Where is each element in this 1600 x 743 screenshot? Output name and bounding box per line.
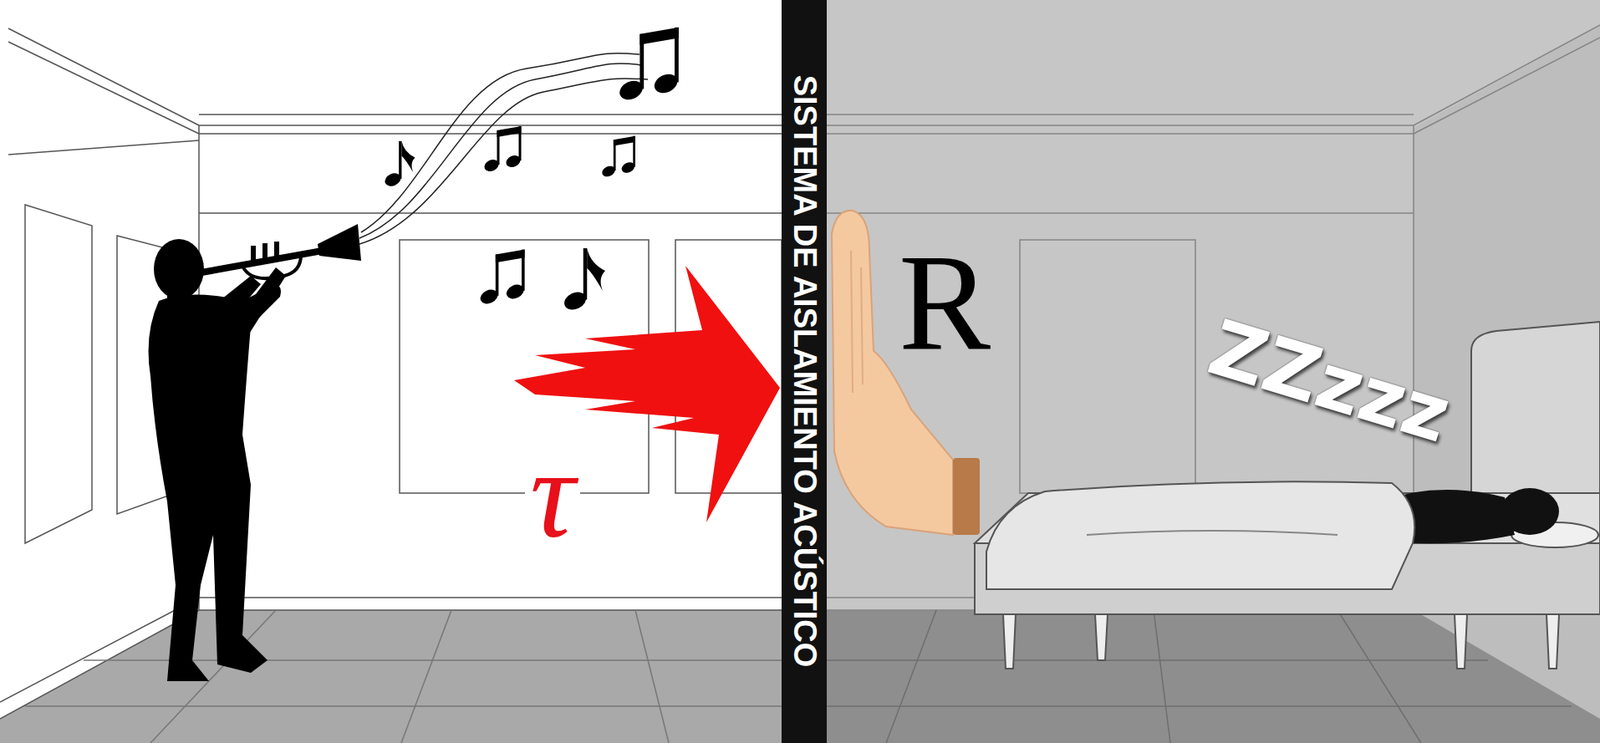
- left-room: [0, 0, 782, 743]
- transmission-symbol: τ: [524, 422, 581, 566]
- wall-label: SISTEMA DE AISLAMIENTO ACÚSTICO: [786, 75, 823, 668]
- trumpet-player: [148, 224, 362, 682]
- reflection-symbol: R: [898, 224, 991, 383]
- sleep-text: ZZzzz: [1198, 302, 1460, 460]
- music-notes: [359, 27, 681, 314]
- insulation-wall: [781, 0, 827, 743]
- right-room: [826, 0, 1600, 743]
